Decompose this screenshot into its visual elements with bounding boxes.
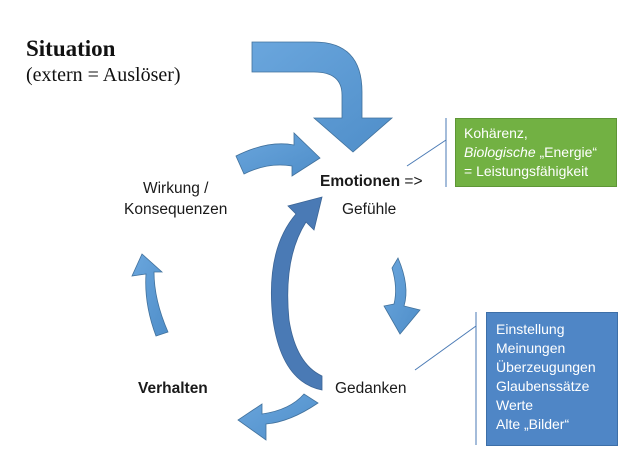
wirkung-label: Wirkung / Konsequenzen [124, 178, 227, 220]
blue-callout-item: Einstellung [496, 321, 565, 337]
wirkung-line1: Wirkung / [142, 180, 209, 197]
emotionen-label: Emotionen => [320, 173, 423, 191]
wirkung-to-emotionen-arrow [235, 132, 321, 177]
gedanken-label: Gedanken [335, 380, 407, 397]
wirkung-line2: Konsequenzen [124, 201, 228, 218]
green-callout-line3: = Leistungsfähigkeit [464, 163, 589, 179]
situation-to-emotionen-arrow [251, 41, 394, 153]
green-callout-line2-rest: „Energie“ [535, 144, 598, 160]
blue-callout-item: Meinungen [496, 340, 566, 356]
situation-subtitle: (extern = Auslöser) [26, 64, 181, 86]
blue-callout-item: Werte [496, 397, 534, 413]
blue-callout-item: Glaubenssätze [496, 378, 590, 394]
gedanken-to-emotionen-arrow [270, 196, 323, 391]
green-callout-box: Kohärenz, Biologische „Energie“ = Leistu… [455, 118, 617, 187]
emotionen-arrow-text: => [400, 173, 423, 190]
green-callout-connector [406, 139, 447, 167]
blue-callout-item: Überzeugungen [496, 359, 596, 375]
green-callout-line2: Biologische „Energie“ [464, 143, 608, 162]
emotionen-text: Emotionen [320, 173, 401, 190]
green-callout-line1: Kohärenz, [464, 125, 528, 141]
gedanken-to-verhalten-arrow [237, 393, 319, 441]
blue-callout-connector [414, 325, 477, 371]
verhalten-to-wirkung-arrow-body [131, 253, 169, 337]
blue-callout-item: Alte „Bilder“ [496, 416, 570, 432]
gefuehle-label: Gefühle [342, 201, 397, 218]
blue-callout-box: Einstellung Meinungen Überzeugungen Glau… [486, 312, 618, 446]
verhalten-label: Verhalten [138, 380, 208, 397]
situation-title: Situation [26, 36, 116, 61]
gefuehle-to-gedanken-arrow [383, 257, 421, 335]
green-callout-line2-italic: Biologische [464, 144, 536, 160]
